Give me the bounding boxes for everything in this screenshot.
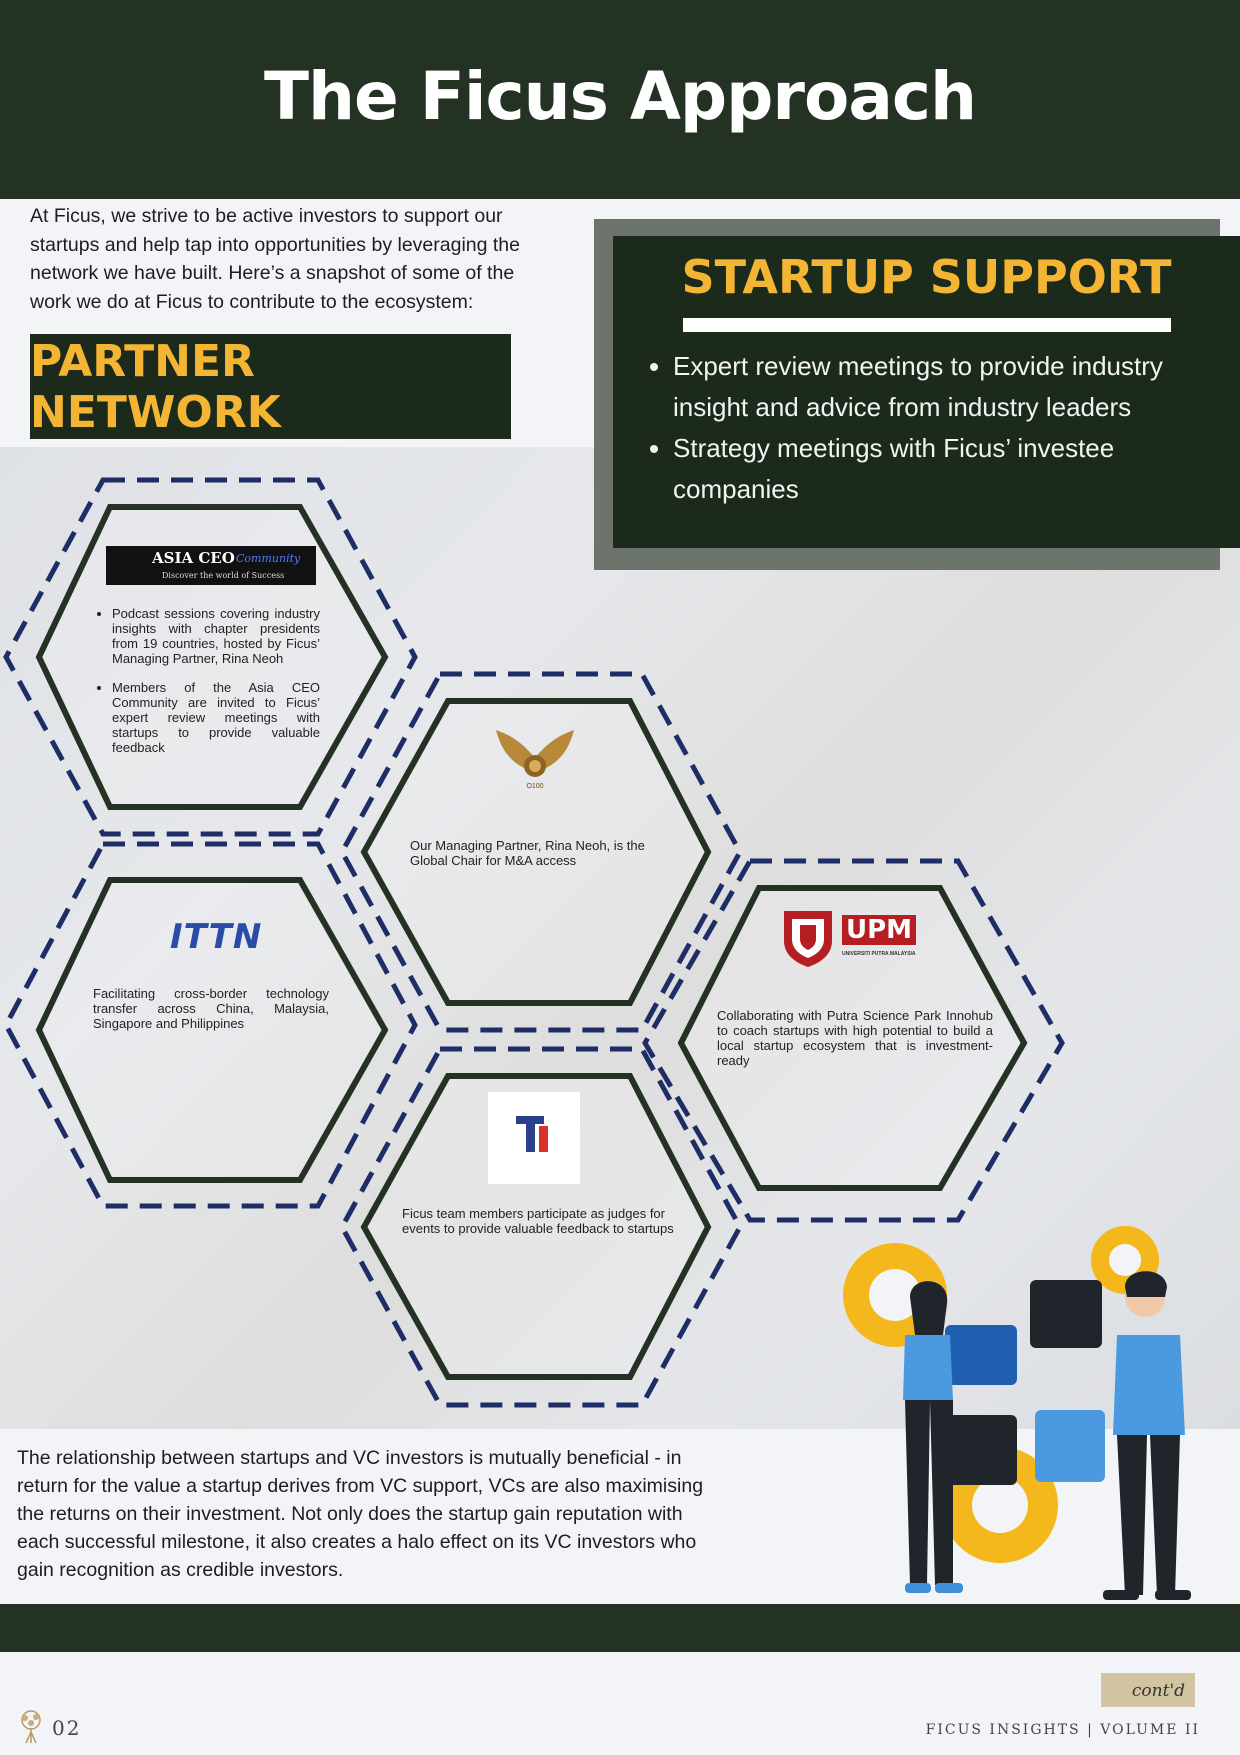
upm-logo: UPM UNIVERSITI PUTRA MALAYSIA <box>780 907 920 971</box>
background-veil <box>0 447 1240 1429</box>
startup-support-title: STARTUP SUPPORT <box>681 250 1172 304</box>
teamwork-puzzle-illustration <box>843 1226 1191 1600</box>
puzzle-piece-icon <box>1030 1280 1102 1348</box>
dashed-hex-outline <box>3 477 418 837</box>
list-item: Expert review meetings to provide indust… <box>673 346 1213 428</box>
man-figure-icon <box>1103 1271 1191 1600</box>
hex-outline <box>35 877 389 1183</box>
continued-tag: cont'd <box>1101 1673 1195 1707</box>
dashed-hex-outline <box>3 841 418 1209</box>
intro-paragraph: At Ficus, we strive to be active investo… <box>30 205 520 313</box>
o100-description: Our Managing Partner, Rina Neoh, is the … <box>410 838 645 868</box>
ficus-tree-icon <box>21 1710 41 1744</box>
partner-network-banner: PARTNER NETWORK <box>30 334 511 439</box>
upm-description: Collaborating with Putra Science Park In… <box>717 1008 993 1068</box>
page-title: The Ficus Approach <box>264 58 977 135</box>
puzzle-piece-icon <box>1035 1410 1105 1482</box>
dashed-hex-outline <box>642 858 1065 1223</box>
woman-figure-icon <box>903 1281 963 1593</box>
closing-paragraph: The relationship between startups and VC… <box>17 1447 704 1581</box>
publication-title: FICUS INSIGHTS | VOLUME II <box>925 1722 1200 1738</box>
ittn-logo: ITTN <box>170 917 263 957</box>
asia-ceo-description: Podcast sessions covering industry insig… <box>94 606 320 769</box>
puzzle-piece-icon <box>945 1325 1017 1385</box>
partner-network-title: PARTNER NETWORK <box>30 335 281 438</box>
startup-support-list: Expert review meetings to provide indust… <box>633 346 1213 510</box>
o100-wings-logo: O100 <box>496 730 574 790</box>
hex-outline <box>360 1073 712 1380</box>
footer-band <box>0 1604 1240 1652</box>
hex-outline <box>677 885 1028 1191</box>
ittn-description: Facilitating cross-border technology tra… <box>93 986 329 1031</box>
hex-outline <box>360 698 712 1006</box>
ti-logo: Ti <box>488 1092 580 1184</box>
puzzle-piece-icon <box>945 1415 1017 1485</box>
startup-support-panel: STARTUP SUPPORT Expert review meetings t… <box>613 236 1240 548</box>
asia-ceo-logo: ASIA CEO Community Discover the world of… <box>106 546 316 585</box>
list-item: Members of the Asia CEO Community are in… <box>112 680 320 755</box>
divider <box>683 318 1171 332</box>
svg-text:O100: O100 <box>526 783 543 790</box>
list-item: Podcast sessions covering industry insig… <box>112 606 320 666</box>
ti-description: Ficus team members participate as judges… <box>402 1206 674 1236</box>
upm-crest-icon <box>784 911 832 967</box>
ti-logo-icon <box>516 1116 548 1152</box>
header-band: The Ficus Approach <box>0 0 1240 199</box>
page-number: 02 <box>52 1716 82 1740</box>
list-item: Strategy meetings with Ficus’ investee c… <box>673 428 1213 510</box>
